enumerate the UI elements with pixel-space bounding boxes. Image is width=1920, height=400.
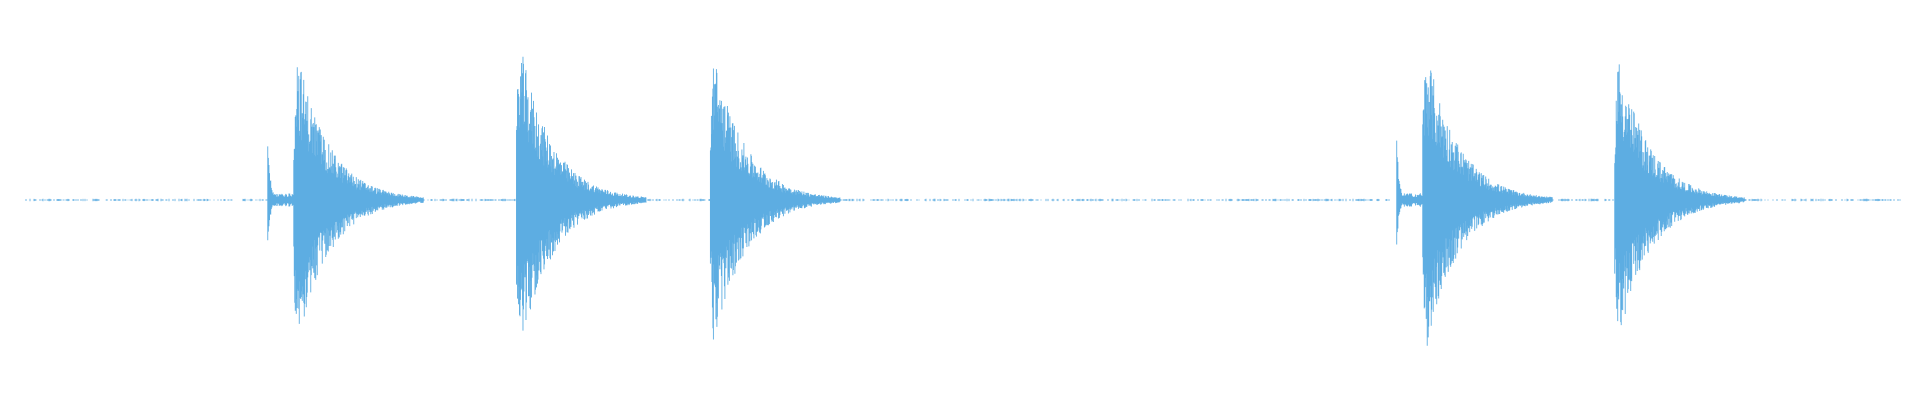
waveform-hit-5 bbox=[1614, 64, 1745, 326]
waveform-hit-3 bbox=[709, 68, 841, 340]
waveform-hits bbox=[267, 56, 1745, 346]
waveform-hit-2 bbox=[516, 56, 647, 331]
waveform-hit-1 bbox=[267, 67, 424, 324]
waveform-hit-4 bbox=[1396, 70, 1553, 346]
